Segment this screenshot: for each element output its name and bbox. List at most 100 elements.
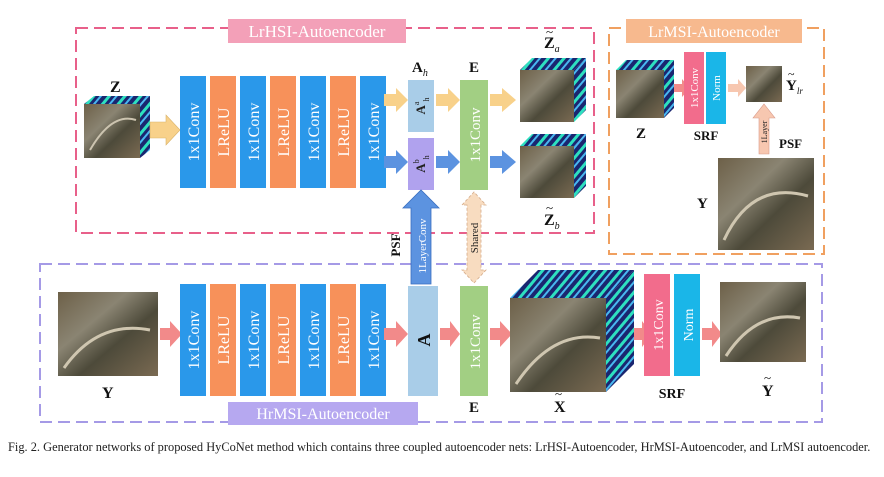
hrmsi-layer-lrelu-block (330, 284, 356, 396)
lrhsi-e-label: E (469, 60, 479, 76)
hrmsi-output-label: Y (762, 383, 774, 400)
arrow-x-out (634, 321, 652, 347)
lrmsi-conv-block (684, 52, 704, 124)
hyconet-diagram: LrHSI-Autoencoder LrMSI-Autoencoder HrMS… (39, 19, 825, 425)
ah-a-text: Aah (412, 98, 431, 115)
hrmsi-layer-label: LReLU (276, 315, 293, 364)
arrow-a-to-e (436, 88, 460, 112)
arrow-to-zb (490, 150, 516, 174)
za-label: Za (544, 35, 560, 55)
lrhsi-layer-conv-block (240, 76, 266, 188)
lrmsi-srf-label: SRF (694, 128, 719, 143)
hrmsi-layer-lrelu-block (210, 284, 236, 396)
arrow-to-za (490, 88, 516, 112)
middle-shared: Shared (469, 222, 481, 253)
hrmsi-norm-label: Norm (682, 309, 697, 342)
lrhsi-layer-label: 1x1Conv (306, 103, 323, 162)
ah-b-text: Abh (412, 155, 431, 172)
hrmsi-layer-label: LReLU (336, 315, 353, 364)
lrhsi-layer-label: LReLU (336, 107, 353, 156)
arrow-hrmsi-enc-out (384, 321, 408, 347)
ylr-tilde: ~ (788, 67, 795, 81)
zb-cube (520, 134, 586, 198)
hrmsi-a-block (408, 286, 438, 396)
arrow-to-x (490, 321, 512, 347)
lrhsi-layer-label: 1x1Conv (366, 103, 383, 162)
hrmsi-decoder-label: 1x1Conv (468, 314, 484, 370)
arrow-1layerconv (402, 189, 440, 285)
hrmsi-input-image (58, 292, 158, 376)
hrmsi-a-label: A (414, 334, 434, 347)
hrmsi-layer-label: 1x1Conv (366, 311, 383, 370)
middle-psf: PSF (388, 233, 403, 256)
hrmsi-layer-label: 1x1Conv (246, 311, 263, 370)
lrmsi-psf-label: PSF (779, 136, 802, 151)
ah-b-block (408, 138, 434, 190)
x-cube (510, 270, 634, 392)
middle-1layerconv: 1LayerConv (417, 218, 429, 273)
arrow-hrmsi-in (160, 321, 182, 347)
lrmsi-y-road (722, 191, 809, 241)
hrmsi-title: HrMSI-Autoencoder (256, 406, 390, 423)
ah-a-block (408, 80, 434, 132)
hrmsi-layer-conv-block (300, 284, 326, 396)
lrhsi-encoder-layers: 1x1Conv LReLU 1x1Conv LReLU 1x1Conv LReLU 1x1C… (180, 76, 386, 188)
hrmsi-norm-block (674, 274, 700, 376)
lrhsi-layer-conv-block (300, 76, 326, 188)
hrmsi-e-label: E (469, 400, 479, 416)
hrmsi-layer-label: 1x1Conv (306, 311, 323, 370)
ah-label: Ah (412, 60, 428, 79)
lrhsi-decoder-label: 1x1Conv (468, 107, 484, 163)
arrow-psf-up (752, 103, 776, 155)
lrmsi-z-label: Z (636, 126, 646, 142)
hrmsi-output-tilde: ~ (764, 370, 771, 385)
hrmsi-layer-conv-block (240, 284, 266, 396)
hrmsi-layer-label: 1x1Conv (186, 311, 203, 370)
za-cube (520, 58, 586, 122)
lrmsi-conv-label: 1x1Conv (689, 67, 701, 108)
hrmsi-conv-label: 1x1Conv (652, 299, 667, 350)
hrmsi-input-road (62, 326, 151, 369)
lrmsi-z-cube (616, 60, 674, 118)
arrow-lrmsi-out (728, 79, 746, 97)
zb-label: Zb (544, 212, 560, 232)
lrhsi-title-badge (228, 19, 406, 43)
lrmsi-y-label: Y (697, 196, 708, 212)
lrhsi-layer-label: 1x1Conv (246, 103, 263, 162)
arrow-lrhsi-in (149, 114, 181, 146)
lrhsi-title: LrHSI-Autoencoder (249, 22, 386, 41)
hrmsi-output-road (724, 315, 801, 357)
hrmsi-layer-conv-block (360, 284, 386, 396)
lrhsi-layer-label: LReLU (276, 107, 293, 156)
ylr-label: Ylr (786, 78, 803, 96)
hrmsi-conv-block (644, 274, 670, 376)
lrhsi-layer-conv-block (180, 76, 206, 188)
arrow-b-to-e (436, 150, 460, 174)
lrhsi-layer-conv-block (360, 76, 386, 188)
lrmsi-title-badge (626, 19, 802, 43)
hrmsi-layer-conv-block (180, 284, 206, 396)
lrhsi-decoder (460, 80, 488, 190)
lrmsi-1layer-label: 1Layer (760, 120, 769, 143)
hrmsi-srf-label: SRF (659, 387, 685, 402)
arrow-lrhsi-enc-out-b (384, 150, 408, 174)
lrhsi-layer-label: 1x1Conv (186, 103, 203, 162)
lrmsi-y-image (718, 158, 814, 250)
lrmsi-norm-label: Norm (711, 75, 723, 101)
zb-tilde: ~ (546, 200, 553, 215)
arrow-a-to-e-hr (440, 321, 460, 347)
x-tilde: ~ (555, 386, 562, 401)
hrmsi-layer-label: LReLU (216, 315, 233, 364)
arrow-hrmsi-out (702, 321, 722, 347)
lrhsi-input-label: Z (110, 79, 121, 96)
za-tilde: ~ (546, 24, 553, 39)
lrmsi-title: LrMSI-Autoencoder (648, 24, 780, 41)
lrhsi-input-cube (84, 96, 150, 158)
arrow-shared (461, 191, 487, 284)
lrhsi-layer-lrelu-block (210, 76, 236, 188)
hrmsi-title-badge (228, 402, 418, 425)
lrmsi-box (608, 27, 825, 255)
lrhsi-layer-label: LReLU (216, 107, 233, 156)
lrmsi-norm-block (706, 52, 726, 124)
figure-caption: Fig. 2. Generator networks of proposed H… (8, 440, 871, 454)
